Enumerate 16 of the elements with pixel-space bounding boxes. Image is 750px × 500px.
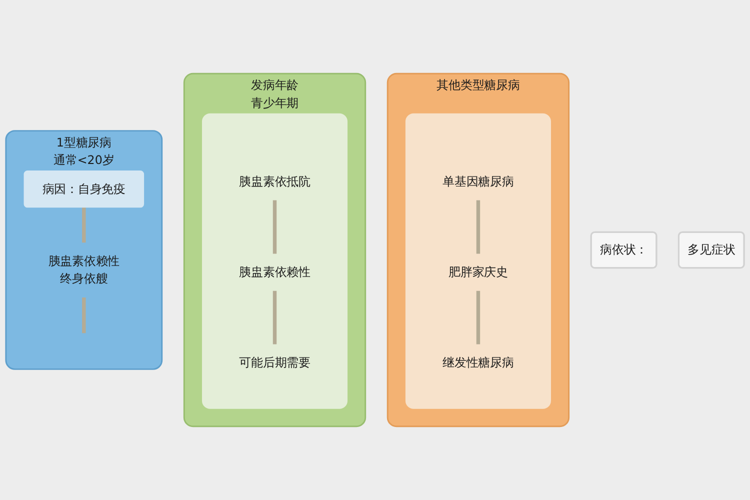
connector — [82, 296, 86, 334]
connector — [476, 200, 480, 254]
connector — [82, 206, 86, 244]
node-text: 单基因糖尿病 — [442, 174, 514, 188]
node-text: 继发性糖尿病 — [442, 355, 514, 370]
node-box: 病因：自身免疫 — [24, 170, 144, 208]
node-text: 胰盅素依抵阬 — [239, 174, 310, 188]
connector — [272, 200, 277, 254]
node-text: 肥胖家庆史 — [448, 264, 508, 279]
cluster — [202, 113, 348, 409]
cluster — [405, 113, 551, 409]
connector — [476, 290, 480, 346]
connector — [272, 290, 277, 346]
node-text: 胰盅素依赖性 终身依艘 — [48, 254, 120, 286]
node-text: 胰盅素依赖性 — [239, 264, 310, 279]
node-text: 可能后期需要 — [239, 355, 310, 370]
